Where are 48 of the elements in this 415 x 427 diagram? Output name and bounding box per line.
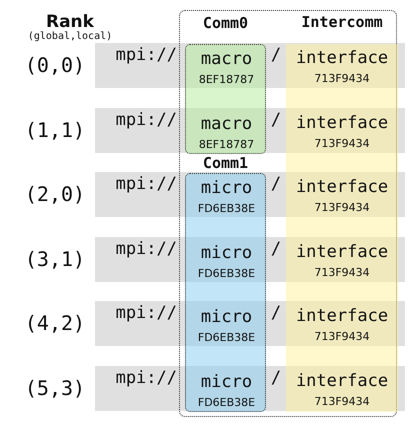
group-box — [179, 10, 397, 417]
node-name: interface — [296, 48, 388, 68]
column-heading: Rank — [46, 12, 94, 32]
node-name: interface — [296, 242, 388, 262]
protocol-label: mpi:// — [114, 110, 177, 130]
hex-id: FD6EB38E — [198, 266, 256, 282]
hex-id: 713F9434 — [314, 71, 370, 87]
node-name: interface — [296, 177, 388, 198]
separator: / — [270, 238, 282, 259]
rank-label: (4,2) — [24, 311, 86, 336]
node-name: interface — [296, 371, 388, 391]
rank-label: (0,0) — [24, 53, 86, 77]
rank-label: (2,0) — [24, 182, 86, 206]
hex-id: 713F9434 — [314, 200, 370, 216]
group-heading: Comm0 — [202, 14, 250, 32]
hex-id: FD6EB38E — [198, 395, 256, 411]
node-name: micro — [200, 178, 252, 198]
protocol-label: mpi:// — [114, 303, 177, 324]
node-name: micro — [200, 372, 252, 392]
separator: / — [270, 303, 282, 324]
hex-id: FD6EB38E — [198, 330, 256, 346]
node-name: micro — [200, 307, 252, 328]
node-name: interface — [296, 112, 388, 133]
node-name: macro — [200, 49, 252, 69]
separator: / — [270, 368, 282, 388]
node-name: micro — [200, 242, 252, 263]
rank-label: (1,1) — [24, 118, 86, 142]
protocol-label: mpi:// — [114, 45, 177, 65]
rank-label: (5,3) — [24, 376, 86, 400]
protocol-label: mpi:// — [114, 174, 177, 194]
protocol-label: mpi:// — [114, 368, 177, 388]
group-heading: Comm1 — [202, 154, 250, 172]
separator: / — [270, 174, 282, 194]
column-subheading: (global,local) — [26, 31, 114, 42]
hex-id: FD6EB38E — [198, 201, 256, 218]
hex-id: 713F9434 — [314, 136, 370, 152]
hex-id: 8EF18787 — [198, 72, 254, 88]
rank-label: (3,1) — [24, 246, 86, 271]
hex-id: 713F9434 — [314, 394, 370, 410]
hex-id: 713F9434 — [314, 264, 370, 281]
hex-id: 713F9434 — [314, 329, 370, 346]
separator: / — [270, 45, 282, 65]
separator: / — [270, 110, 282, 130]
hex-id: 8EF18787 — [198, 136, 254, 153]
node-name: macro — [200, 114, 252, 134]
protocol-label: mpi:// — [114, 238, 177, 259]
node-name: interface — [296, 306, 388, 326]
group-heading: Intercomm — [300, 13, 384, 31]
